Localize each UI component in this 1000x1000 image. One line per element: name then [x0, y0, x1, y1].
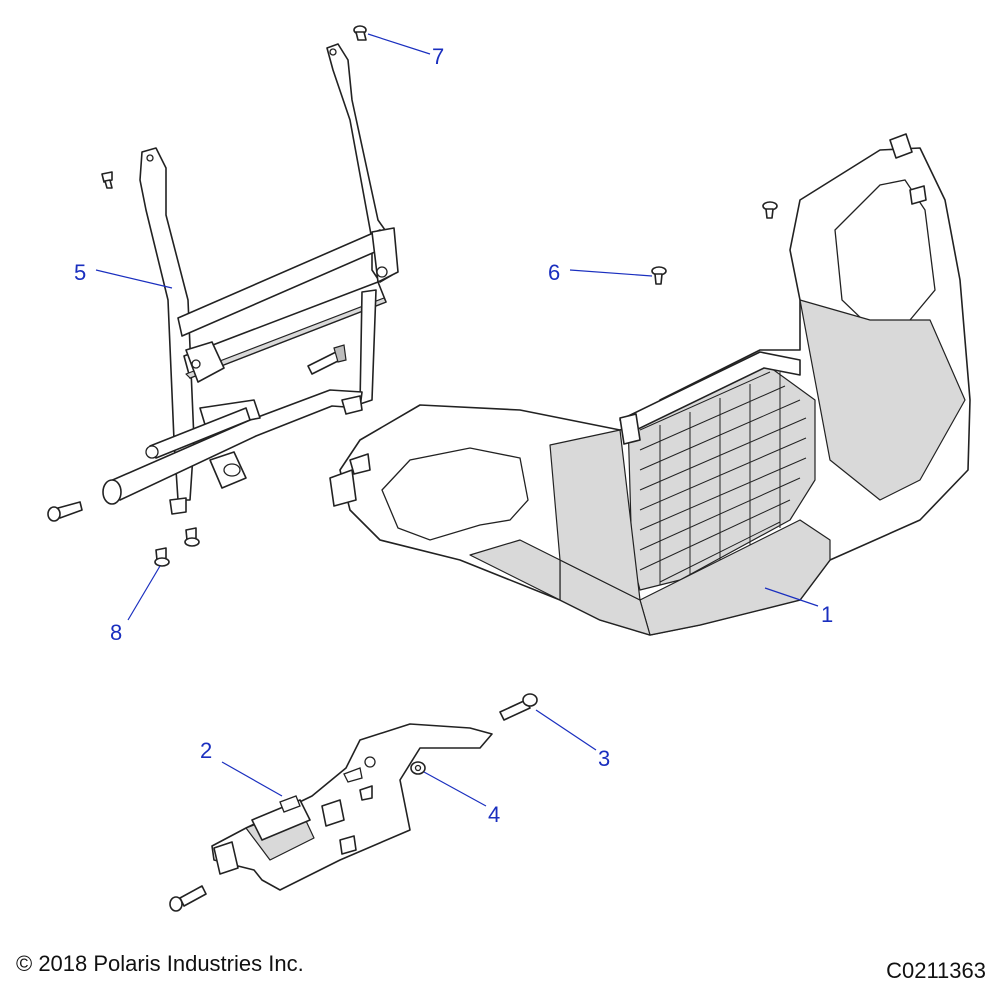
callout-6: 6 — [548, 260, 561, 285]
leader-lines — [95, 33, 819, 807]
part-7-screw — [353, 25, 367, 41]
leader-5 — [95, 269, 173, 289]
leader-1 — [764, 587, 819, 607]
callout-4: 4 — [488, 802, 501, 827]
callout-3: 3 — [598, 746, 611, 771]
drawing-id: C0211363 — [886, 958, 986, 983]
part-6-fastener — [651, 266, 667, 285]
bolt-lower — [169, 885, 207, 912]
leader-4 — [423, 771, 487, 807]
callout-7: 7 — [432, 44, 445, 69]
radiator-mesh — [639, 371, 807, 585]
copyright-notice: © 2018 Polaris Industries Inc. — [16, 951, 304, 976]
callout-2: 2 — [200, 738, 213, 763]
leader-8 — [127, 565, 161, 621]
bolt-left — [47, 501, 83, 522]
part-8-rivet-a — [154, 547, 170, 567]
part-1-front-bezel — [329, 133, 971, 636]
leader-6 — [569, 269, 653, 277]
leader-7 — [367, 33, 431, 55]
part-5-bracket-frame — [102, 43, 399, 515]
callout-1: 1 — [821, 602, 834, 627]
callout-8: 8 — [110, 620, 123, 645]
leader-2 — [221, 761, 283, 797]
leader-3 — [535, 709, 597, 751]
part-8-rivet-b — [184, 527, 200, 547]
fastener-top — [762, 201, 778, 219]
part-3-bolt — [499, 693, 538, 721]
part-2-lower-bracket — [211, 723, 493, 891]
part-4-nut — [410, 761, 426, 775]
bracket-screw-top — [101, 171, 113, 189]
callout-5: 5 — [74, 260, 87, 285]
